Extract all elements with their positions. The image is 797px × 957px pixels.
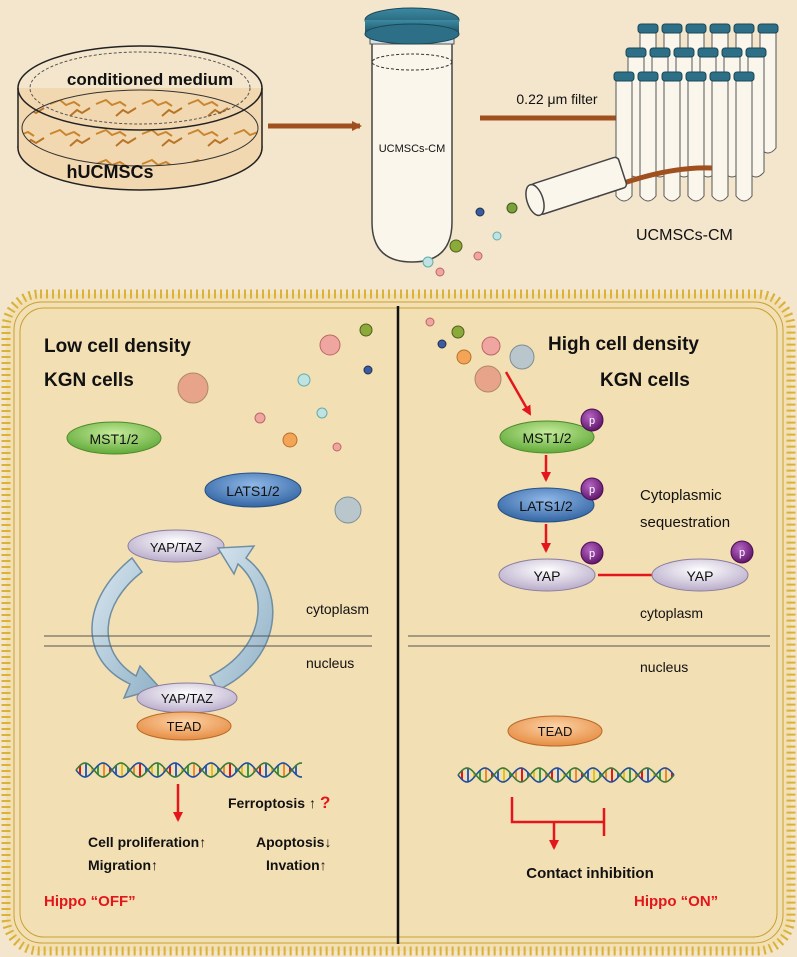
aliquot-tube-cap	[649, 47, 671, 58]
right-signal-arrow	[504, 371, 532, 416]
aliquot-tube-cap	[661, 23, 683, 34]
right-lats-phospho	[580, 477, 604, 501]
left-yap-cyto-node	[127, 529, 225, 563]
aliquot-label: UCMSCs-CM	[636, 227, 733, 244]
contact-inhibition-label: Contact inhibition	[526, 865, 653, 882]
left-dna-helix	[75, 762, 302, 778]
ferroptosis-arrow: ↑	[309, 795, 316, 811]
aliquot-tube-cap	[625, 47, 647, 58]
left-lats-node	[204, 472, 302, 508]
left-yap-nuc-label: YAP/TAZ	[161, 691, 213, 706]
aliquot-tube-body	[711, 77, 729, 202]
right-lats-phospho-label: p	[589, 484, 595, 496]
right-mst-label: MST1/2	[522, 430, 571, 446]
culture-dish	[17, 45, 263, 191]
aliquot-tube-body	[663, 77, 681, 202]
aliquot-tube-cap	[685, 23, 707, 34]
centrifuge-tube	[364, 7, 460, 263]
aliquot-tube-cap	[709, 71, 731, 82]
left-lats-label: LATS1/2	[226, 483, 280, 499]
left-nucleus-label: nucleus	[306, 655, 354, 671]
released-vesicles	[422, 202, 518, 277]
right-mst-phospho	[580, 408, 604, 432]
ferroptosis-question-mark: ?	[320, 793, 330, 812]
sequestered-yap-phospho	[730, 540, 754, 564]
right-hippo-state: Hippo “ON”	[634, 893, 718, 910]
aliquot-tube-cap	[685, 71, 707, 82]
left-mst-label: MST1/2	[89, 431, 138, 447]
ferroptosis-text: Ferroptosis	[228, 795, 305, 811]
left-title-line2: KGN cells	[44, 370, 134, 391]
tube-label: UCMSCs-CM	[379, 143, 446, 155]
left-title-line1: Low cell density	[44, 336, 191, 357]
ferroptosis-label: Ferroptosis↑?	[228, 793, 330, 812]
aliquot-tube-cap	[745, 47, 767, 58]
left-vesicles	[177, 323, 373, 524]
aliquot-tube-cap	[637, 71, 659, 82]
outcome-migration: Migration↑	[88, 857, 158, 873]
right-dna-helix	[457, 767, 675, 783]
sequestration-label-line1: Cytoplasmic	[640, 487, 722, 504]
conditioned-medium-label: conditioned medium	[67, 70, 233, 89]
aliquot-tube-body	[735, 77, 753, 202]
left-tead-node	[136, 711, 232, 741]
aliquot-tube-cap	[757, 23, 779, 34]
aliquot-tube-cap	[733, 23, 755, 34]
inhibition-symbol	[510, 797, 606, 850]
right-title-line1: High cell density	[548, 334, 699, 355]
dna-backbone	[75, 762, 302, 778]
left-yap-cyto-label: YAP/TAZ	[150, 540, 202, 555]
dna-backbone	[75, 762, 302, 778]
aliquot-tube-body	[639, 77, 657, 202]
right-mst-node	[499, 420, 595, 454]
sequestered-yap-phospho-label: p	[739, 547, 745, 559]
dna-backbone	[457, 767, 675, 783]
right-mst-phospho-label: p	[589, 415, 595, 427]
right-lats-node	[497, 487, 595, 523]
right-yap-node	[498, 558, 596, 592]
aliquot-tubes	[613, 23, 779, 202]
aliquot-tube-cap	[697, 47, 719, 58]
right-vesicles	[425, 317, 535, 393]
hucmscs-label: hUCMSCs	[66, 162, 153, 182]
aliquot-tube-cap	[733, 71, 755, 82]
left-mst-node	[66, 421, 162, 455]
right-yap-phospho-label: p	[589, 548, 595, 560]
aliquot-tube-cap	[721, 47, 743, 58]
left-hippo-state: Hippo “OFF”	[44, 893, 136, 910]
outcome-apoptosis: Apoptosis↓	[256, 834, 331, 850]
sequestered-yap-label: YAP	[687, 568, 714, 584]
tilted-tube	[525, 156, 628, 217]
right-nucleus-label: nucleus	[640, 659, 688, 675]
aliquot-tube-cap	[673, 47, 695, 58]
aliquot-tube-cap	[709, 23, 731, 34]
outcome-proliferation: Cell proliferation↑	[88, 834, 206, 850]
aliquot-tube-cap	[613, 71, 635, 82]
right-tead-label: TEAD	[538, 724, 573, 739]
right-tead-node	[507, 715, 603, 747]
right-lats-label: LATS1/2	[519, 498, 573, 514]
filter-label: 0.22 μm filter	[516, 91, 598, 107]
sequestration-label-line2: sequestration	[640, 514, 730, 531]
left-tead-label: TEAD	[167, 719, 202, 734]
right-yap-label: YAP	[534, 568, 561, 584]
aliquot-tube-body	[687, 77, 705, 202]
right-yap-phospho	[580, 541, 604, 565]
outcome-invation: Invation↑	[266, 857, 327, 873]
right-cytoplasm-label: cytoplasm	[640, 605, 703, 621]
right-title-line2: KGN cells	[600, 370, 690, 391]
aliquot-tube-cap	[661, 71, 683, 82]
sequestered-yap-node	[651, 558, 749, 592]
left-cytoplasm-label: cytoplasm	[306, 601, 369, 617]
aliquot-tube-cap	[637, 23, 659, 34]
